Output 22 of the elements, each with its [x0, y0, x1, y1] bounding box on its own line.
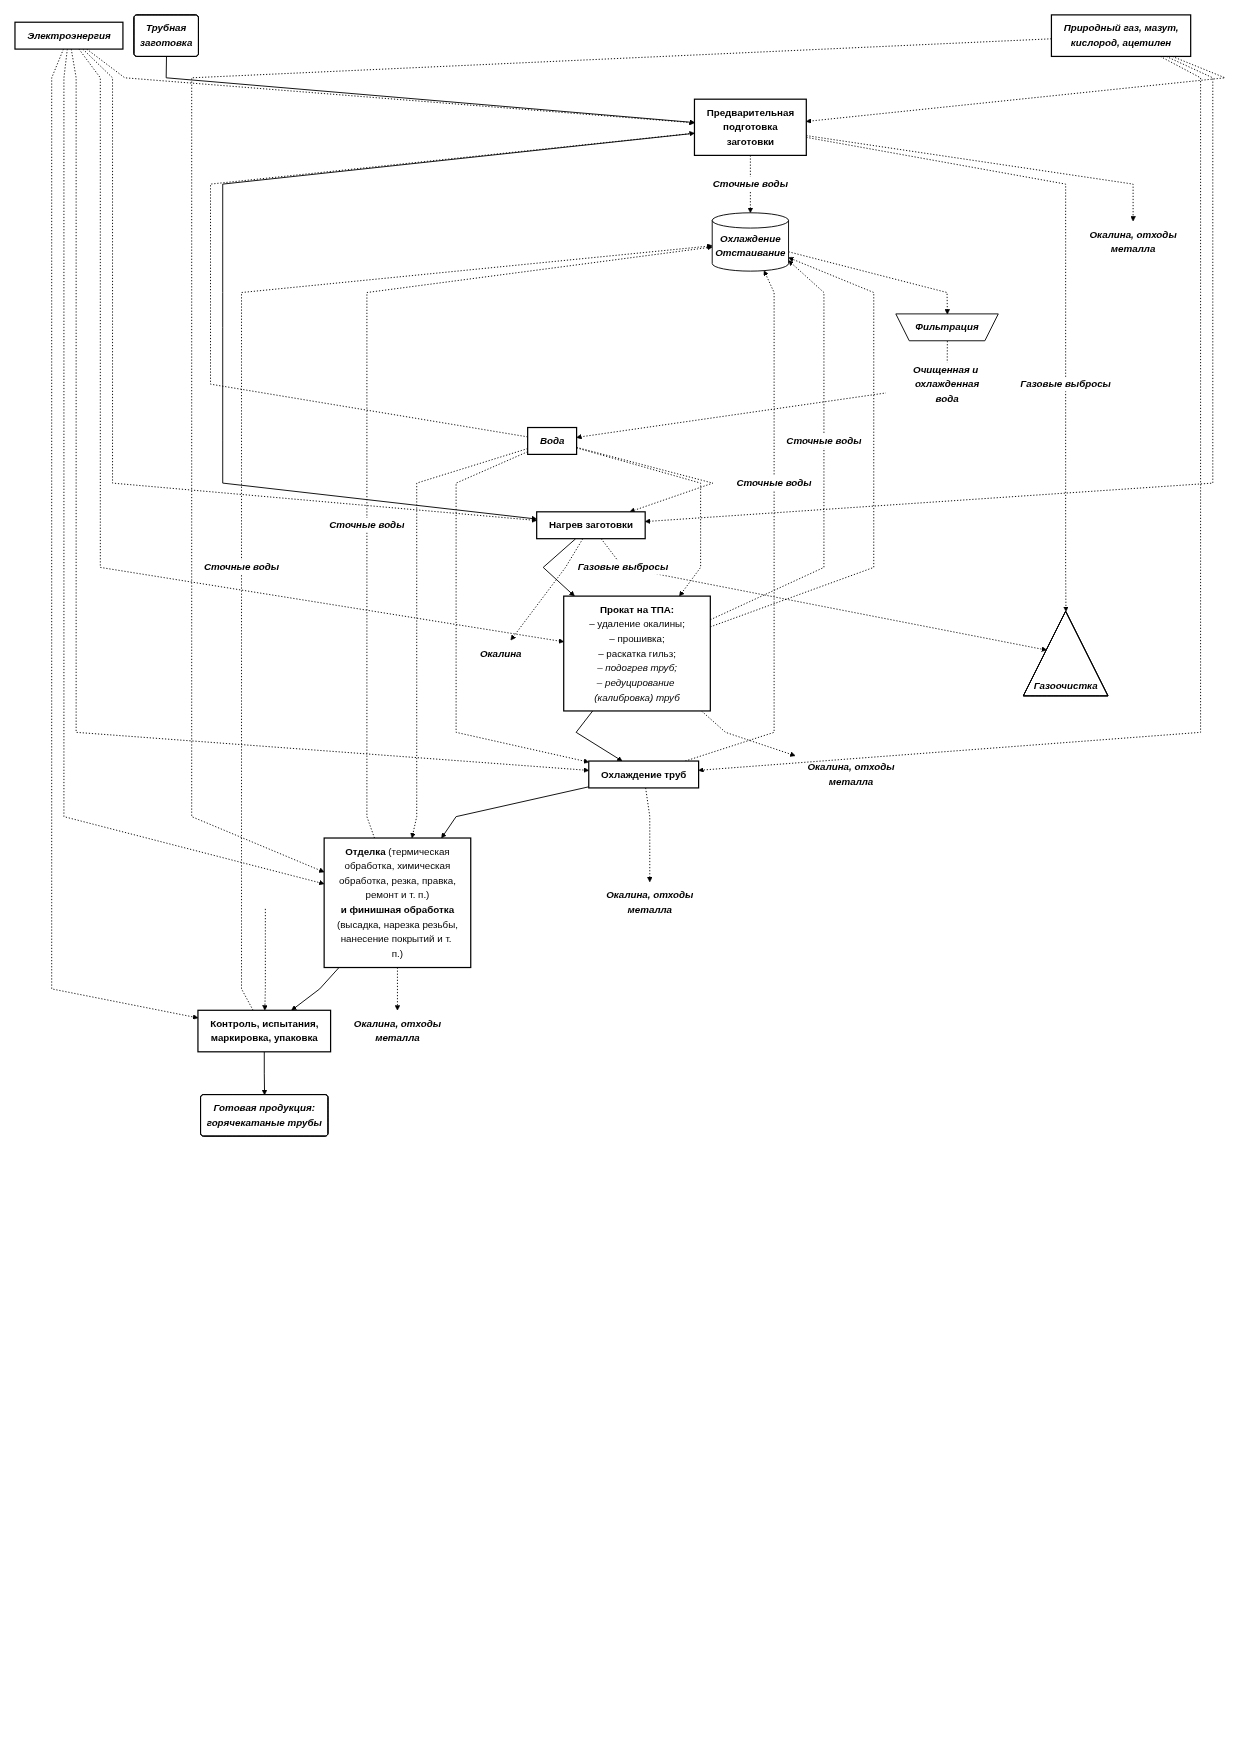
edge-label: Сточные воды	[736, 477, 812, 488]
edge-label: Сточные воды	[712, 178, 788, 189]
edge-label: Газовые выбросы	[577, 561, 669, 573]
node-box: Прокат на ТПА: – удаление окалины; – прошивка; – раскатка гильз; – подогрев труб; – редуцирование (калибровка) труб	[563, 595, 711, 712]
node-box: Природный газ, мазут, кислород, ацетилен	[1050, 14, 1192, 58]
node-box: Предварительная подготовка заготовки	[693, 98, 807, 156]
node-text: Окалина, отходы металла	[807, 761, 895, 787]
node-box: Контроль, испытания, маркировка, упаковка	[197, 1009, 332, 1053]
node-text: Окалина, отходы металла	[353, 1018, 442, 1044]
node-box: Охлаждение труб	[588, 760, 700, 789]
node-text: Окалина	[479, 648, 522, 659]
node-text: Окалина, отходы металла	[606, 889, 694, 915]
node-box: Вода	[527, 426, 578, 455]
edge-label: Сточные воды	[329, 519, 405, 531]
edge-label: Сточные воды	[786, 435, 862, 446]
node-box: Нагрев заготовки	[536, 511, 646, 540]
node-text: Окалина, отходы металла	[1089, 229, 1177, 255]
edge-label: Сточные воды	[203, 561, 280, 573]
node-box: Отделка (термическая обработка, химическая обработка, резка, правка, ремонт и т. п.) и финишная обработка (высадка, нарезка резьбы, нанесение покрытий и т. п.)	[323, 837, 472, 969]
edge-label: Очищенная и охлажденная вода	[913, 363, 980, 404]
edge-label: Газовые выбросы	[1020, 378, 1111, 390]
node-box: Электроэнергия	[14, 21, 124, 50]
